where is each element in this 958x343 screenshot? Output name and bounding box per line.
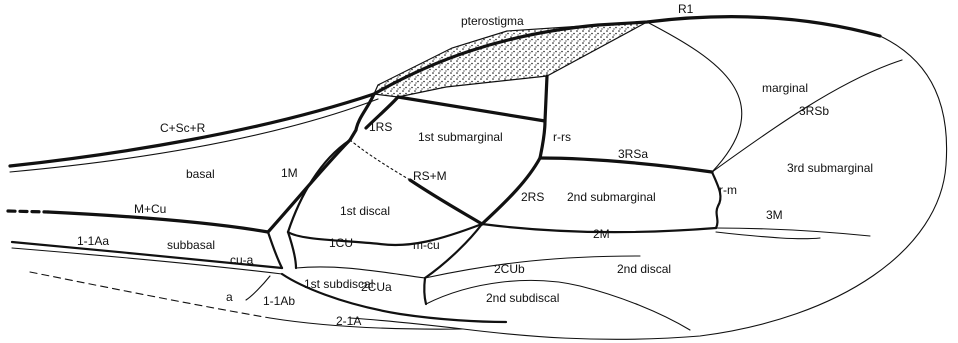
label-r-m: r-m (719, 183, 737, 197)
label-subbasal-cell: subbasal (167, 238, 215, 252)
label-1rs: 1RS (369, 120, 392, 134)
label-3rd-submarginal: 3rd submarginal (787, 161, 873, 175)
label-1st-discal: 1st discal (340, 204, 390, 218)
vein-rs-m-dotted (350, 140, 410, 180)
vein-2-1a-dashed (30, 272, 270, 318)
label-3rsa: 3RSa (618, 147, 648, 161)
vein-2nd-subdiscal-lower (426, 280, 690, 330)
label-1st-submarginal: 1st submarginal (418, 130, 503, 144)
label-basal-cell: basal (186, 167, 215, 181)
vein-1m-discal-curve (288, 140, 350, 232)
label-1cu: 1CU (329, 236, 353, 250)
label-3rsb: 3RSb (799, 104, 829, 118)
vein-m-cu-dashed (8, 211, 48, 212)
label-2nd-discal: 2nd discal (617, 262, 671, 276)
label-rs-m: RS+M (413, 169, 447, 183)
vein-2cua (424, 278, 426, 304)
label-2rs: 2RS (521, 190, 544, 204)
vein-r-m (712, 172, 720, 228)
vein-3m-tail (716, 232, 820, 239)
label-m-cu: M+Cu (134, 202, 166, 216)
label-1-1ab: 1-1Ab (263, 294, 295, 308)
label-c-sc-r: C+Sc+R (160, 121, 206, 135)
label-1-1aa: 1-1Aa (77, 234, 109, 248)
label-1m: 1M (281, 166, 298, 180)
label-2cua: 2CUa (361, 280, 392, 294)
vein-r1-marginal-closing (647, 22, 742, 172)
label-2nd-submarginal: 2nd submarginal (567, 190, 656, 204)
label-pterostigma: pterostigma (461, 14, 524, 28)
label-cu-a: cu-a (230, 253, 254, 267)
vein-rs-m (410, 180, 482, 224)
vein-r-rs (540, 121, 545, 158)
label-2nd-subdiscal: 2nd subdiscal (486, 291, 559, 305)
label-a: a (226, 290, 233, 304)
vein-cu-a (268, 232, 282, 268)
vein-1cu (288, 224, 482, 245)
label-2m: 2M (593, 227, 610, 241)
label-r1: R1 (678, 2, 694, 16)
label-marginal-cell: marginal (762, 81, 808, 95)
label-2cub: 2CUb (494, 262, 525, 276)
vein-cu-a-2 (288, 232, 296, 268)
label-3m: 3M (766, 208, 783, 222)
pterostigma-shape (374, 22, 647, 97)
label-2-1a: 2-1A (336, 314, 361, 328)
label-r-rs: r-rs (553, 130, 571, 144)
vein-2cub (425, 256, 640, 278)
label-m-cu-crossvein: m-cu (413, 238, 440, 252)
